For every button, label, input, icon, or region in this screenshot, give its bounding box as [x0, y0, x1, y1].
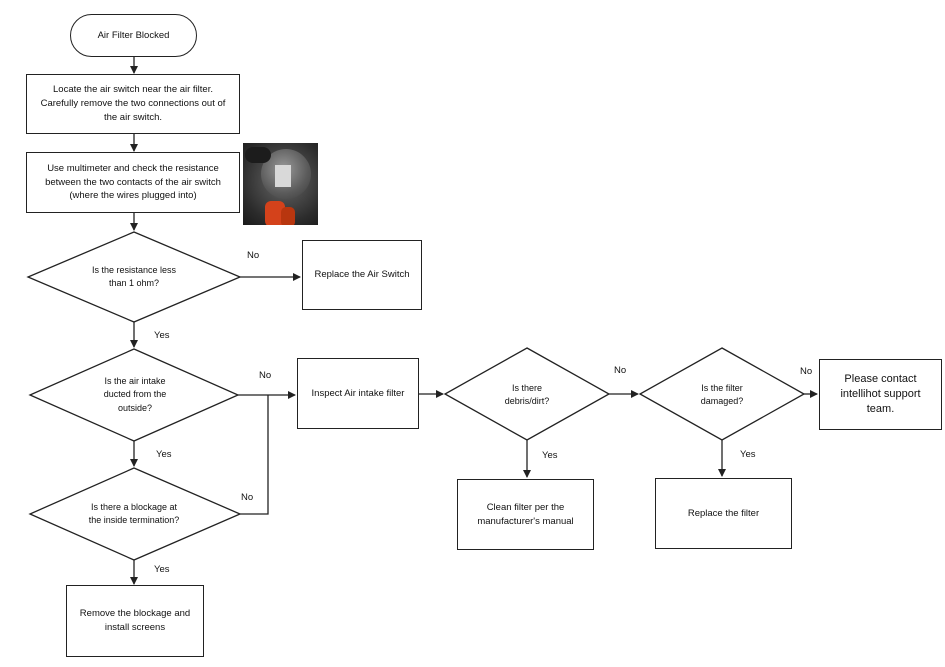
process-replace-air-switch: Replace the Air Switch	[302, 240, 422, 310]
process-remove-blockage: Remove the blockage and install screens	[66, 585, 204, 657]
label-yes-ducted: Yes	[156, 449, 172, 460]
process-contact-support: Please contact intellihot support team.	[819, 359, 942, 430]
label-yes-debris: Yes	[542, 450, 558, 461]
decision-blockage-text: Is there a blockage at the inside termin…	[88, 501, 180, 525]
label-no-blockage: No	[241, 492, 254, 503]
label-yes-damaged: Yes	[740, 449, 756, 460]
process-replace-filter: Replace the filter	[655, 478, 792, 549]
start-terminator: Air Filter Blocked	[70, 14, 197, 57]
label-no-debris: No	[614, 365, 627, 376]
label-no-damaged: No	[800, 366, 813, 377]
decision-resistance-text: Is the resistance less than 1 ohm?	[91, 264, 177, 288]
decision-ducted-text: Is the air intake ducted from the outsid…	[103, 376, 167, 413]
process-clean-filter: Clean filter per the manufacturer's manu…	[457, 479, 594, 550]
decision-debris-text: Is there debris/dirt?	[504, 382, 550, 406]
label-no-resistance: No	[247, 250, 260, 261]
process-inspect-filter: Inspect Air intake filter	[297, 358, 419, 429]
process-multimeter: Use multimeter and check the resistance …	[26, 152, 240, 213]
air-switch-photo	[243, 143, 318, 225]
process-locate-switch: Locate the air switch near the air filte…	[26, 74, 240, 134]
decision-damaged-text: Is the filter damaged?	[700, 382, 744, 406]
label-no-ducted: No	[259, 370, 272, 381]
label-yes-resistance: Yes	[154, 330, 170, 341]
label-yes-blockage: Yes	[154, 564, 170, 575]
